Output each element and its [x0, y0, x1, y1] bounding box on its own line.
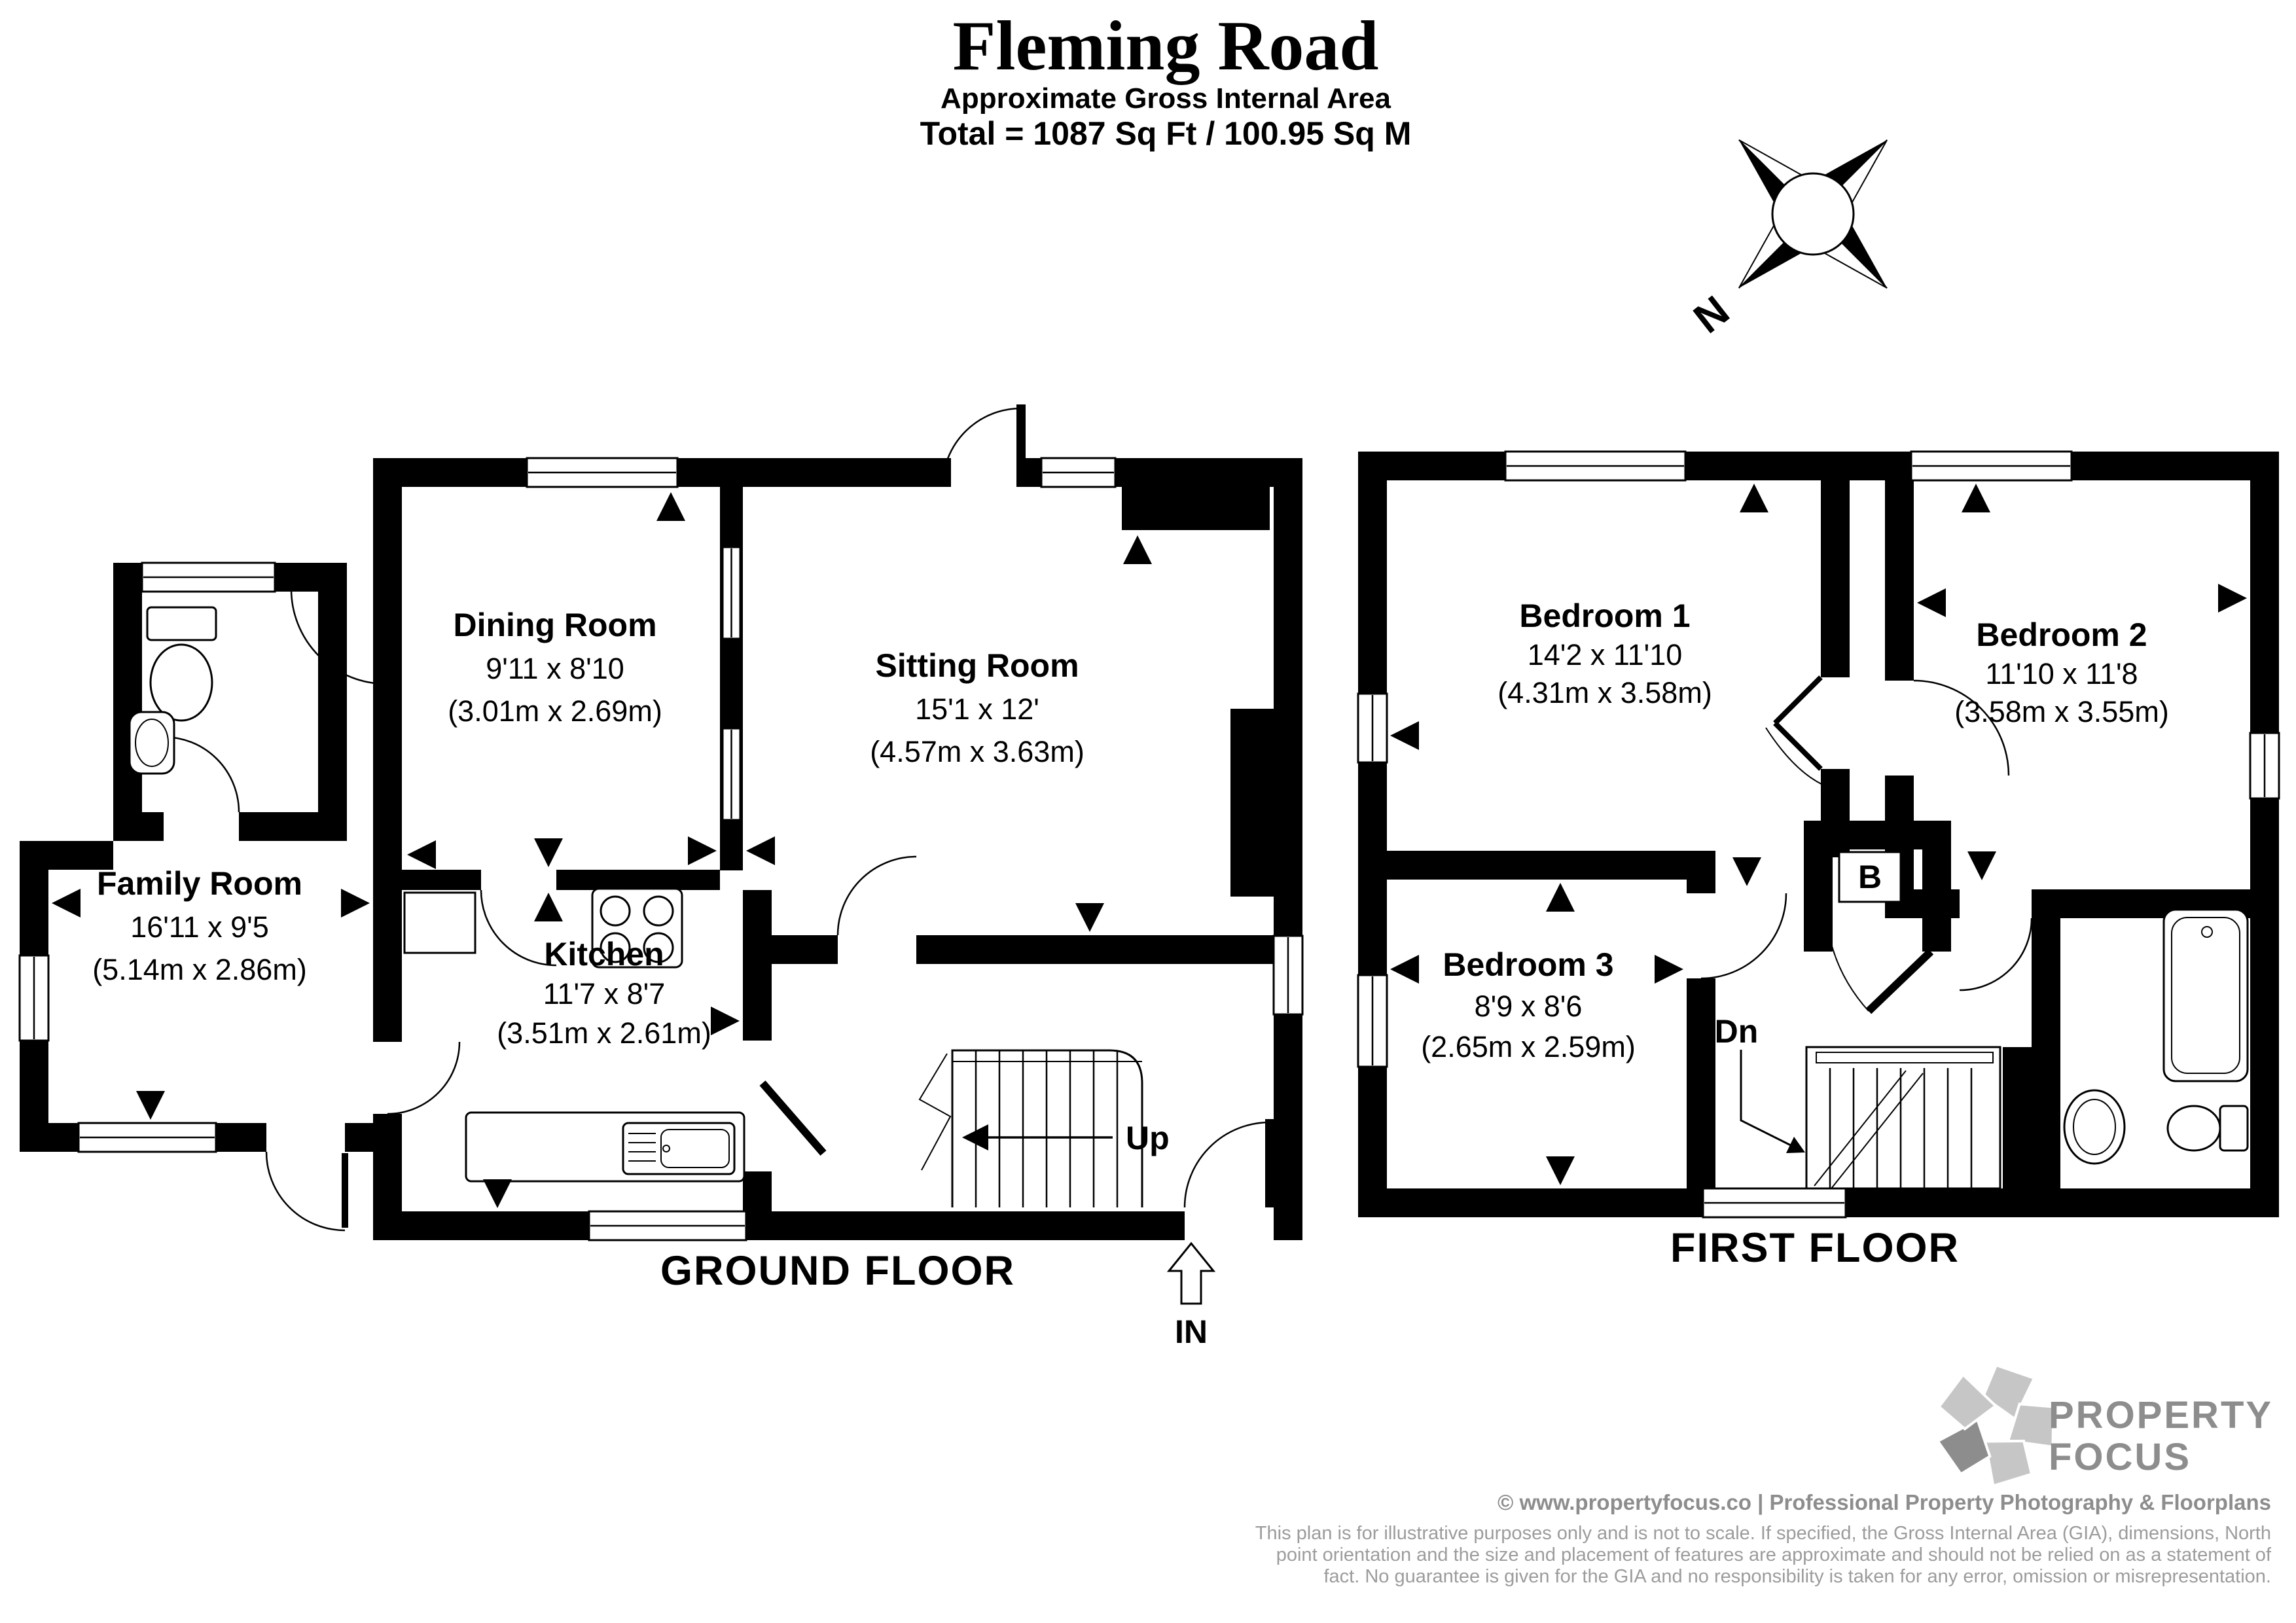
ground-floor-label: GROUND FLOOR — [660, 1248, 1015, 1294]
sitting-room-door-arc — [836, 855, 917, 936]
bathroom-door-arc — [1959, 918, 2033, 991]
dining-kitchen-door-arc — [480, 889, 557, 967]
bedroom1-door-jamb — [1773, 675, 1823, 725]
patio-door-arc — [265, 1151, 346, 1232]
logo-pentagon-icon — [1935, 1363, 2055, 1488]
svg-text:(5.14m x 2.86m): (5.14m x 2.86m) — [92, 953, 307, 986]
ff-room-labels: Bedroom 1 14'2 x 11'10 (4.31m x 3.58m) B… — [1421, 597, 2169, 1063]
side-door-arc — [290, 588, 387, 685]
front-door-leaf — [1016, 404, 1026, 487]
svg-text:9'11 x 8'10: 9'11 x 8'10 — [486, 652, 624, 685]
bedroom2-door-arc — [1913, 679, 2010, 776]
up-label: Up — [1126, 1120, 1170, 1156]
footer-text: © www.propertyfocus.co | Professional Pr… — [1255, 1490, 2272, 1587]
boiler-cupboard-box — [1838, 851, 1902, 903]
bathroom-toilet-cistern — [2219, 1105, 2249, 1152]
first-floor-label: FIRST FLOOR — [1670, 1225, 1960, 1271]
svg-text:11'7 x 8'7: 11'7 x 8'7 — [543, 977, 665, 1010]
title-block: Fleming Road Approximate Gross Internal … — [920, 10, 1412, 152]
svg-text:(2.65m x 2.59m): (2.65m x 2.59m) — [1421, 1030, 1636, 1063]
gf-entrance: IN — [1166, 1241, 1216, 1350]
bedroom3-door-arc — [1700, 893, 1787, 980]
disclaimer-line2: point orientation and the size and place… — [1276, 1544, 2272, 1565]
logo-text-line1: PROPERTY — [2049, 1394, 2273, 1436]
gf-stairs — [918, 1049, 1143, 1207]
svg-text:8'9 x 8'6: 8'9 x 8'6 — [1475, 990, 1583, 1023]
entrance-label: IN — [1175, 1313, 1208, 1350]
ff-doors — [1700, 675, 2033, 1014]
kitchen-family-door-arc — [387, 1041, 461, 1115]
entrance-door-arc — [1183, 1121, 1270, 1208]
gf-door-openings — [164, 458, 1274, 1240]
gf-doors — [163, 404, 1274, 1232]
svg-text:(3.01m x 2.69m): (3.01m x 2.69m) — [448, 694, 662, 728]
kitchen-label: Kitchen — [544, 936, 664, 972]
wc-toilet-cistern — [146, 606, 217, 641]
svg-text:15'1 x 12': 15'1 x 12' — [915, 692, 1039, 726]
dn-arrow-icon — [1786, 1137, 1805, 1153]
kitchen-cupboard — [403, 891, 476, 954]
ground-floor-plan: Family Room 16'11 x 9'5 (5.14m x 2.86m) … — [20, 404, 1302, 1350]
window-symbols — [18, 450, 2280, 1241]
copyright-line: © www.propertyfocus.co | Professional Pr… — [1498, 1490, 2271, 1514]
family-room-label: Family Room — [97, 865, 302, 902]
first-floor-plan: B Bedroom 1 14'2 x 11' — [1358, 452, 2279, 1271]
bedroom1-door-arc — [1765, 727, 1849, 793]
svg-text:16'11 x 9'5: 16'11 x 9'5 — [130, 910, 269, 944]
ff-door-openings — [1687, 681, 2032, 978]
dn-label: Dn — [1715, 1013, 1759, 1050]
bedroom2-label: Bedroom 2 — [1976, 616, 2147, 653]
svg-text:(4.57m x 3.63m): (4.57m x 3.63m) — [870, 735, 1085, 768]
entrance-door-leaf — [1265, 1119, 1274, 1207]
property-focus-logo: PROPERTY FOCUS — [1935, 1363, 2273, 1488]
ff-stairs — [1740, 1046, 2001, 1190]
cupboard-door-arc — [1825, 914, 1869, 1012]
boiler-cupboard-label: B — [1858, 859, 1882, 895]
dining-room-label: Dining Room — [453, 607, 656, 643]
ff-fixtures — [2063, 908, 2249, 1165]
gf-room-labels: Family Room 16'11 x 9'5 (5.14m x 2.86m) … — [92, 607, 1169, 1156]
subtitle: Approximate Gross Internal Area — [941, 82, 1391, 115]
svg-text:(3.51m x 2.61m): (3.51m x 2.61m) — [497, 1016, 711, 1050]
disclaimer-line1: This plan is for illustrative purposes o… — [1255, 1523, 2271, 1544]
cupboard-door-leaf — [1865, 948, 1934, 1014]
property-name: Fleming Road — [952, 7, 1379, 85]
svg-text:(3.58m x 3.55m): (3.58m x 3.55m) — [1954, 695, 2169, 728]
compass-rose-icon: N — [1685, 139, 1888, 342]
svg-text:11'10 x 11'8: 11'10 x 11'8 — [1985, 657, 2138, 690]
svg-text:14'2 x 11'10: 14'2 x 11'10 — [1528, 638, 1683, 671]
hall-door-leaf — [759, 1080, 827, 1156]
wc-toilet-bowl — [149, 643, 213, 722]
sitting-room-label: Sitting Room — [875, 647, 1079, 684]
svg-text:(4.31m x 3.58m): (4.31m x 3.58m) — [1498, 676, 1712, 709]
disclaimer-line3: fact. No guarantee is given for the GIA … — [1323, 1566, 2271, 1587]
compass-north-label: N — [1685, 287, 1738, 342]
bedroom1-label: Bedroom 1 — [1519, 597, 1690, 634]
gf-fixtures — [128, 606, 745, 1183]
total-area: Total = 1087 Sq Ft / 100.95 Sq M — [920, 115, 1412, 152]
ff-cupboard: B — [1838, 851, 1902, 903]
wc-door-arc — [163, 736, 240, 813]
logo-text-line2: FOCUS — [2049, 1436, 2191, 1478]
dimension-markers — [52, 484, 2247, 1208]
front-door-arc — [941, 407, 1022, 488]
stair-treads — [975, 1050, 1973, 1207]
bathroom-toilet-bowl — [2166, 1105, 2221, 1152]
entrance-arrow-icon — [1166, 1241, 1216, 1305]
bedroom3-label: Bedroom 3 — [1443, 946, 1613, 983]
